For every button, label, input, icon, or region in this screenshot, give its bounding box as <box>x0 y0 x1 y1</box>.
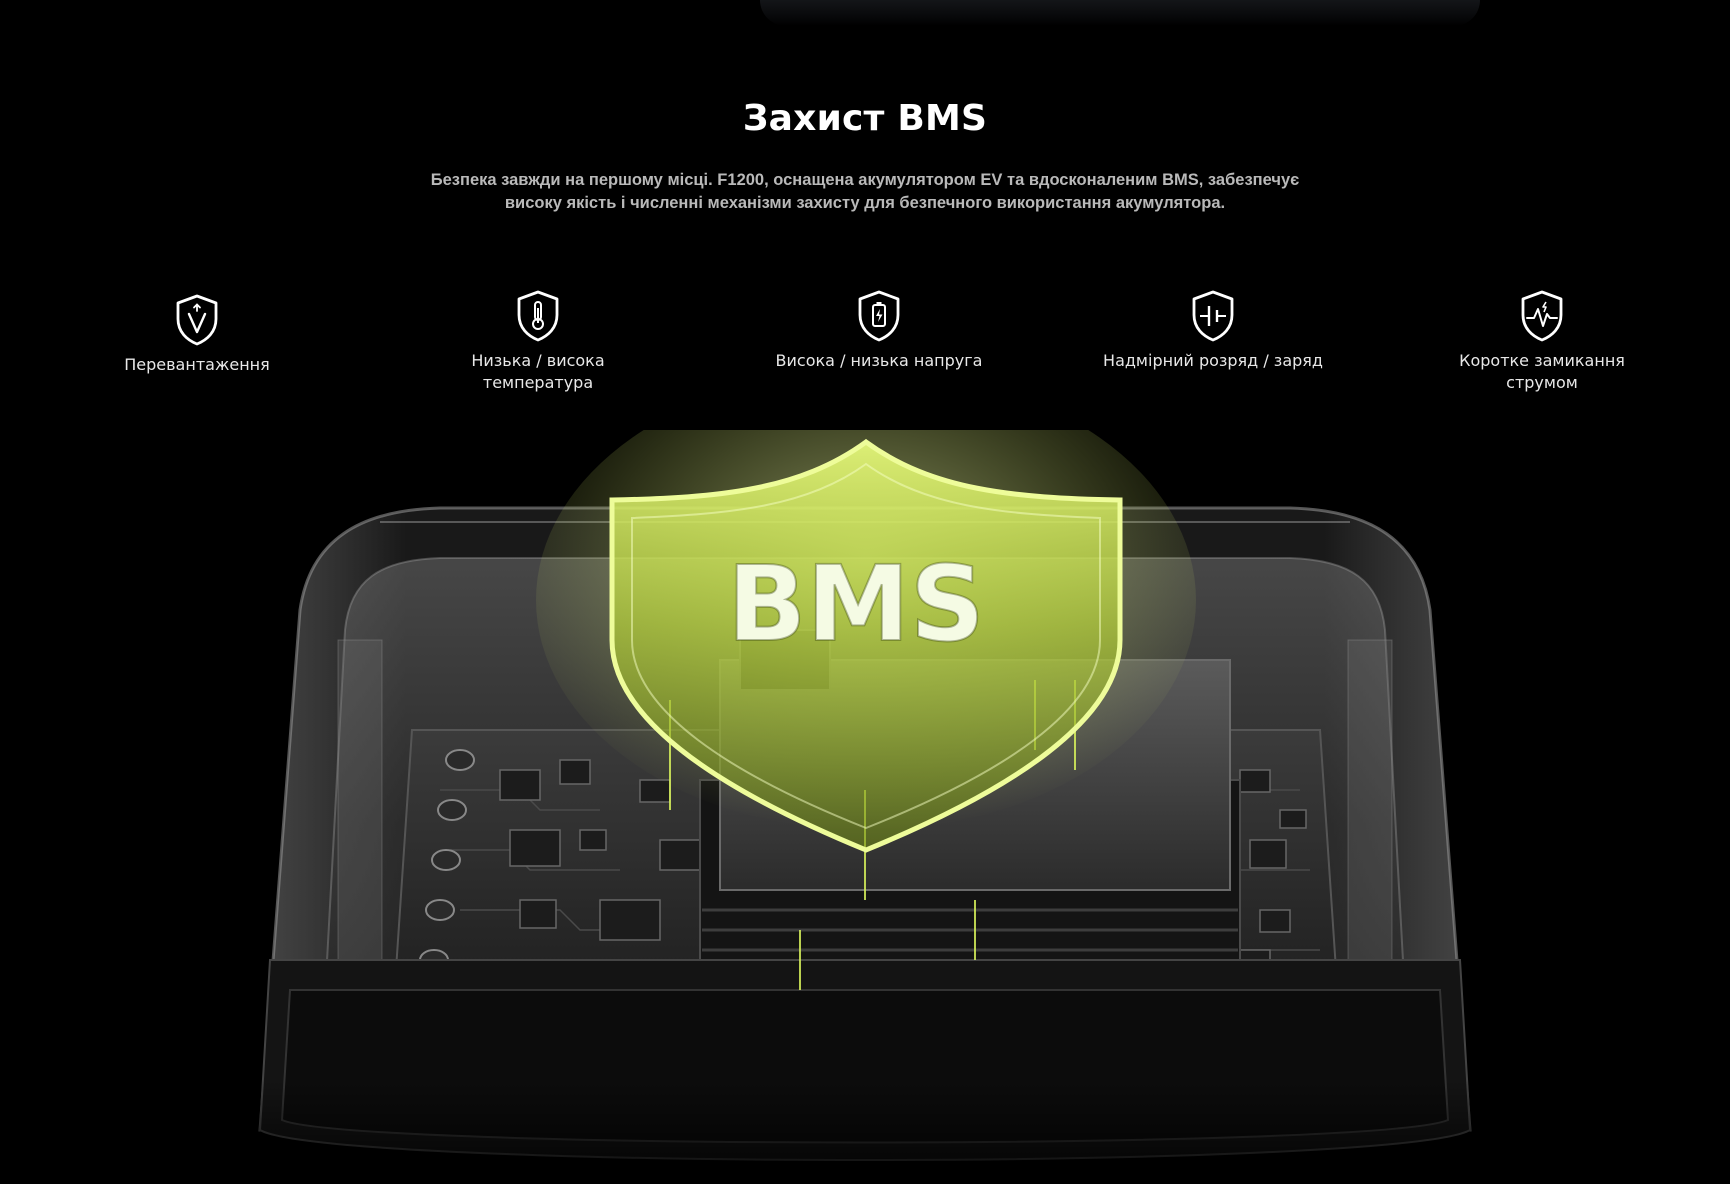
shield-thermometer-icon <box>517 290 559 342</box>
top-decoration <box>760 0 1480 26</box>
feature-temperature: Низька / висока температура <box>418 290 658 394</box>
section-subtitle: Безпека завжди на першому місці. F1200, … <box>430 171 1300 212</box>
feature-label: Висока / низька напруга <box>775 351 983 370</box>
feature-label: Надмірний розряд / заряд <box>1103 351 1323 370</box>
shield-capacitor-icon <box>1192 290 1234 342</box>
feature-label: Низька / висока температура <box>471 351 605 392</box>
shield-voltage-icon <box>176 294 218 346</box>
section-header: Захист BMS Безпека завжди на першому міс… <box>0 98 1730 215</box>
feature-label: Коротке замикання струмом <box>1459 351 1625 392</box>
bms-hero-illustration: BMS <box>0 430 1730 1184</box>
bms-badge-text: BMS <box>727 543 985 665</box>
feature-label: Перевантаження <box>124 355 270 374</box>
feature-discharge-charge: Надмірний розряд / заряд <box>1093 290 1333 372</box>
shield-pulse-icon <box>1521 290 1563 342</box>
protection-features: Перевантаження Низька / висока температу… <box>0 290 1730 400</box>
feature-voltage: Висока / низька напруга <box>759 290 999 372</box>
shield-battery-charge-icon <box>858 290 900 342</box>
section-title: Захист BMS <box>742 98 988 139</box>
feature-overload: Перевантаження <box>77 294 317 376</box>
bms-shield: BMS <box>536 430 1196 853</box>
feature-short-circuit: Коротке замикання струмом <box>1422 290 1662 394</box>
